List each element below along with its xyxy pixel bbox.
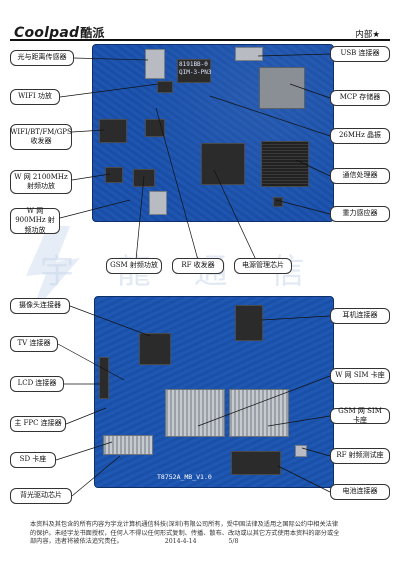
wifi-pa-part [157,81,173,93]
usb-port-part [235,47,263,61]
light-sensor-part [145,49,165,79]
brand-cn: 酷派 [80,26,105,40]
label-gsm-sim: GSM 网 SIM 卡座 [330,407,390,424]
silk-top-2: QIM-3-PN3 [179,69,212,76]
sd-slot-tray [103,435,153,455]
silk-top-1: 8191BB-0 [179,61,208,68]
headset-jack-part [235,305,263,341]
rf-test-part [295,445,307,457]
silk-bottom: T8752A_MB_V1.0 [157,473,212,481]
transceiver-part [99,119,127,143]
header-rule [10,39,390,41]
label-rf-transceiver: RF 收发器 [172,258,224,274]
lcd-connector-part [99,357,109,399]
shield-part [149,191,167,215]
footer-date: 2014-4-14 [164,538,197,546]
coolpad-logo: Coolpad酷派 [14,24,105,41]
label-battery: 电池连接器 [330,484,390,500]
footer-line-1: 本资料及其包含的所有内容为宇龙计算机通信科技(深圳)有限公司所有，受中国法律及适… [30,521,339,528]
label-usb: USB 连接器 [330,46,390,62]
chip-top-b [145,119,165,137]
power-ic-part [201,143,245,185]
gravity-sensor-part [273,197,283,207]
label-power-ic: 电源管理芯片 [234,258,292,274]
footer-page: 5/8 [228,538,239,546]
pcb-top-photo: 8191BB-0 QIM-3-PN3 [92,44,334,222]
label-main-fpc: 主 FPC 连接器 [10,416,66,432]
label-charge: 背光驱动芯片 [10,488,72,504]
label-lcd: LCD 连接器 [10,376,64,392]
mcp-memory-part [259,67,305,109]
label-camera: 摄像头连接器 [10,298,70,314]
label-26mhz: 26MHz 晶振 [330,128,390,144]
pcb-bottom-photo: T8752A_MB_V1.0 [94,296,334,488]
comm-processor-part [261,141,309,187]
label-gsm-pa: GSM 射频功放 [106,258,162,274]
gsm-sim-tray [229,389,289,437]
classification-mark: 内部★ [355,30,380,40]
footer-line-3-row: 部内容，违者将被依法追究责任。 2014-4-14 5/8 [30,538,380,547]
page-header: Coolpad酷派 内部★ [0,0,400,41]
legal-footer: 本资料及其包含的所有内容为宇龙计算机通信科技(深圳)有限公司所有，受中国法律及适… [30,521,380,547]
label-w900: W 网 900MHz 射频功放 [10,207,60,234]
w2100-pa-part [105,167,123,183]
label-gravity: 重力感应器 [330,206,390,222]
label-sd: SD 卡座 [10,452,56,468]
label-transceiver: WIFI/BT/FM/GPS 收发器 [10,124,72,150]
footer-line-2: 的保护。未经宇龙书面授权，任何人不得以任何形式复制、传播、散布、改动或以其它方式… [30,529,340,537]
label-rf-test: RF 射频测试座 [330,448,390,464]
footer-line-3: 部内容，违者将被依法追究责任。 [30,538,123,546]
label-tv: TV 连接器 [10,336,58,352]
watermark-bolt-icon [26,226,80,316]
rf-transceiver-part [133,169,155,187]
label-comm-processor: 通信处理器 [330,168,390,184]
brand-latin: Coolpad [14,25,80,41]
battery-connector-part [231,451,281,475]
w-sim-tray [165,389,225,437]
label-light-sensor: 光与距离传感器 [10,50,74,66]
label-w-sim: W 网 SIM 卡座 [330,368,390,384]
label-w2100: W 网 2100MHz 射频功放 [10,170,72,194]
camera-connector-part [139,333,171,365]
label-wifi-pa: WIFI 功放 [10,89,60,105]
label-headset: 耳机连接器 [330,308,390,324]
label-mcp: MCP 存储器 [330,90,390,106]
chip-top-a [177,59,211,83]
